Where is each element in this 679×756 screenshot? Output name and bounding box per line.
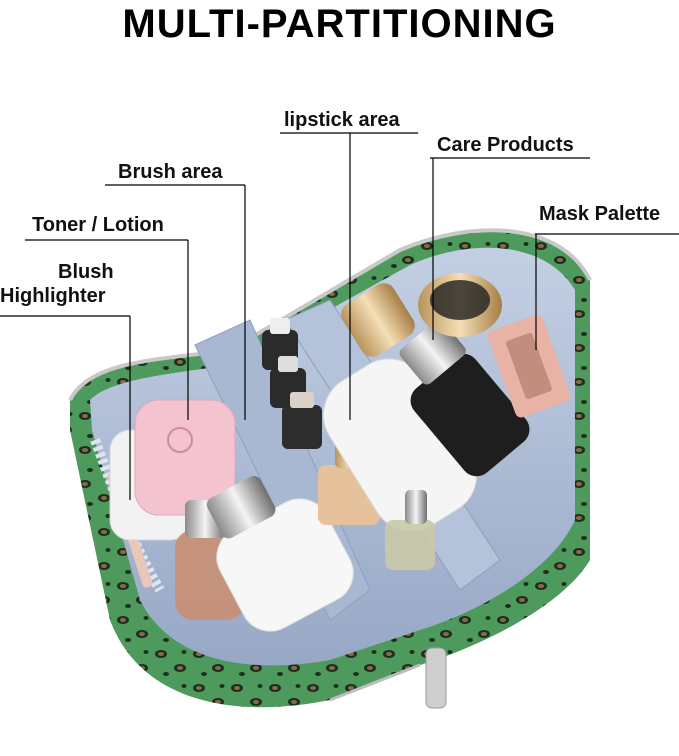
label-brush-area: Brush area: [118, 161, 223, 183]
label-care-products: Care Products: [437, 134, 574, 156]
polish-3: [282, 405, 322, 449]
label-toner-lotion: Toner / Lotion: [32, 214, 164, 236]
zipper-pull: [425, 647, 447, 709]
page-title: MULTI-PARTITIONING: [122, 2, 557, 46]
label-lipstick-area: lipstick area: [284, 109, 400, 131]
zipper-edge: [68, 228, 592, 401]
label-highlighter: Highlighter: [0, 285, 106, 307]
label-mask-palette: Mask Palette: [539, 203, 661, 225]
label-blush: Blush: [58, 261, 114, 283]
